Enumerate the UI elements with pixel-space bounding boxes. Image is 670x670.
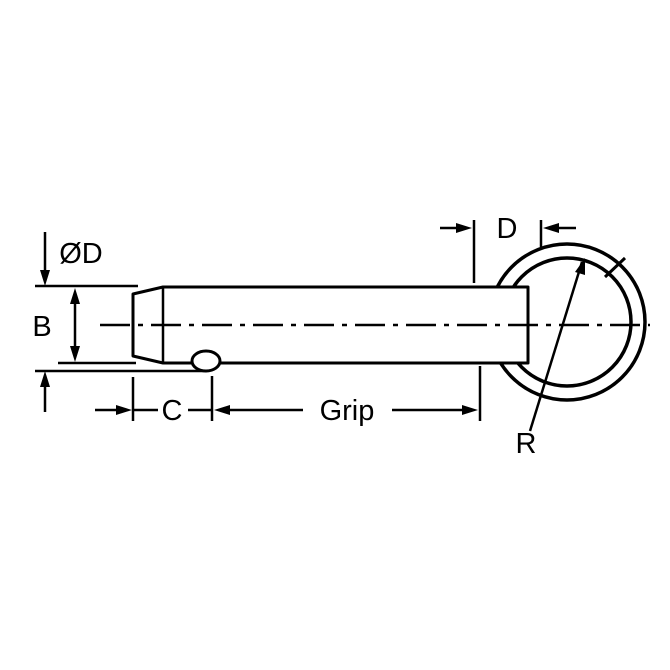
dim-r: R (516, 258, 585, 460)
dim-label-r: R (516, 428, 537, 460)
od-arrowhead-bottom (40, 371, 50, 387)
r-leader-line (528, 261, 584, 432)
dim-label-d: D (497, 213, 518, 245)
dim-label-od: ØD (59, 238, 103, 270)
detent-ball (190, 349, 222, 373)
b-arrowhead-bottom (70, 346, 80, 362)
dim-label-grip: Grip (320, 395, 375, 427)
grip-arrowhead-left (214, 405, 230, 415)
dim-od: ØD (35, 232, 206, 412)
b-arrowhead-top (70, 288, 80, 304)
dim-b: B (32, 288, 136, 365)
dim-grip: Grip (214, 366, 482, 427)
c-arrowhead (116, 405, 132, 415)
od-arrowhead-top (40, 270, 50, 286)
r-arrowhead (575, 258, 585, 275)
dim-label-c: C (162, 395, 183, 427)
dim-c: C (95, 376, 214, 427)
d-arrowhead-right (543, 223, 559, 233)
grip-arrowhead-right (462, 405, 478, 415)
dim-d: D (440, 213, 576, 283)
ring-split-mark (603, 256, 627, 279)
dim-label-b: B (32, 311, 51, 343)
d-arrowhead-left (456, 223, 472, 233)
